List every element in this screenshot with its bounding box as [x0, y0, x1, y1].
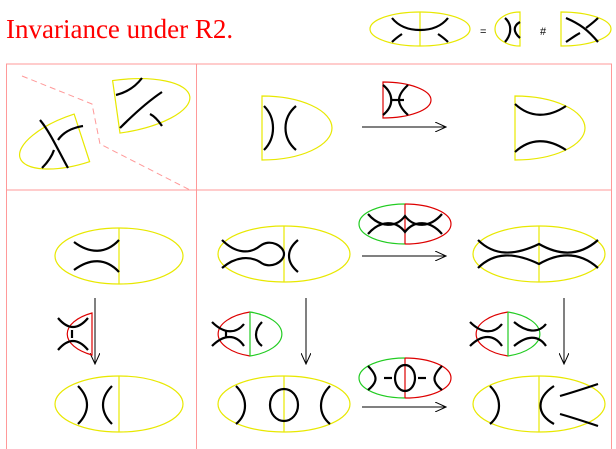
header-rhs-right-disk [560, 11, 612, 47]
header-equation [369, 11, 612, 47]
br-green-red-disk-top [358, 203, 452, 245]
cell-bottom-right [211, 203, 606, 433]
bl-disk-bottom [54, 375, 184, 433]
br-disk-a [217, 225, 351, 283]
br-disk-d [472, 375, 606, 433]
br-disk-b [472, 225, 606, 283]
br-red-green-disk-left [211, 311, 283, 357]
br-red-green-disk-right [469, 311, 547, 357]
connected-sum-sign: # [540, 26, 547, 38]
equals-sign: = [480, 26, 487, 38]
tr-disk-before [261, 95, 333, 161]
cell-top-right [261, 81, 586, 161]
grid-lines [6, 63, 612, 449]
cell-bottom-left [54, 227, 184, 433]
page-title: Invariance under R2. [6, 14, 234, 44]
bl-red-disk [57, 312, 93, 356]
tl-disk-upper [111, 77, 191, 134]
cell-top-left [18, 77, 191, 170]
br-green-red-disk-bottom [358, 357, 452, 399]
header-lhs-disk [369, 11, 471, 47]
dashed-separator [21, 75, 191, 191]
tr-red-disk [382, 81, 432, 119]
bl-disk-top [54, 227, 184, 285]
tl-disk-lower [18, 113, 91, 170]
tr-disk-after [514, 95, 586, 161]
header-rhs-left-disk [494, 11, 521, 47]
br-disk-c [217, 375, 351, 433]
